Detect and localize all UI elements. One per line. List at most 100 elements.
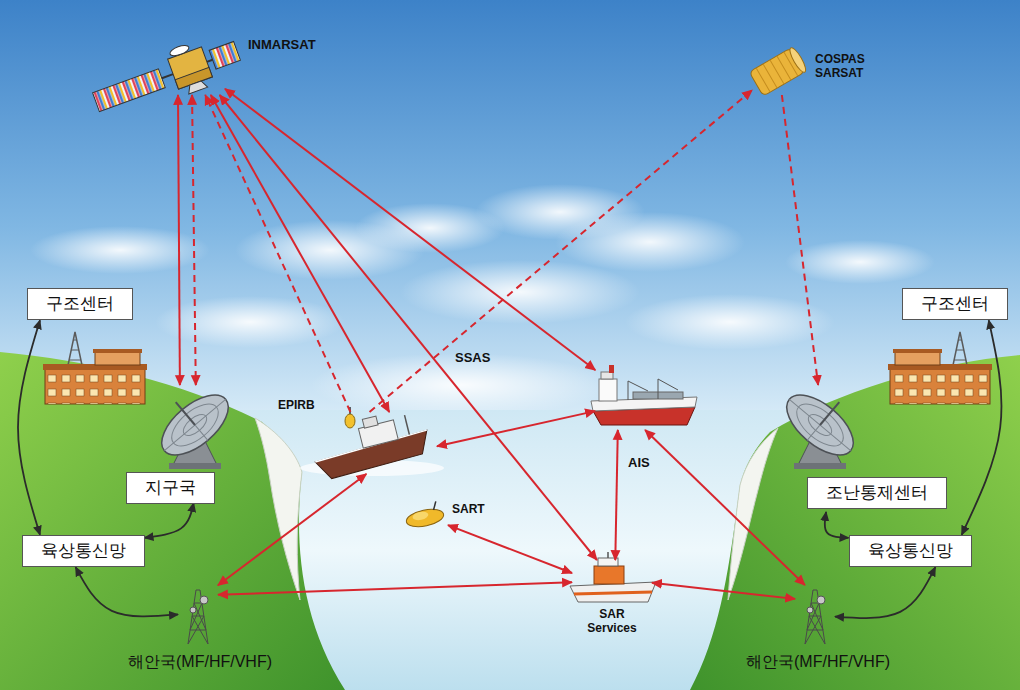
- satellite-dish: [165, 396, 226, 453]
- rescue-center-building: [43, 332, 147, 404]
- satellite-dish: [145, 376, 238, 466]
- rescue-center-building: [95, 352, 140, 365]
- satellite-dish: [145, 376, 238, 469]
- sar-ship: [570, 582, 656, 602]
- satellite-dish: [152, 384, 239, 466]
- inmarsat-satellite: [93, 69, 166, 112]
- cospas-sarsat-satellite: [749, 46, 808, 96]
- cloud: [155, 296, 345, 348]
- cargo-ship: [591, 365, 697, 425]
- cloud: [30, 184, 935, 417]
- inmarsat-satellite: [209, 42, 240, 70]
- cloud: [785, 240, 935, 284]
- land: [728, 428, 778, 600]
- sinking-ship: [362, 416, 378, 428]
- sar-ship: [594, 566, 624, 584]
- signal-arrow: [652, 583, 795, 599]
- signal-arrow: [645, 430, 805, 585]
- network-link: [145, 503, 194, 538]
- coast-station-tower: [805, 590, 825, 644]
- land: [0, 352, 1020, 690]
- signal-arrow: [448, 525, 572, 573]
- sinking-ship: [405, 415, 410, 434]
- node-label: 조난통제센터: [807, 477, 947, 509]
- node-label: AIS: [628, 455, 650, 471]
- sart-buoy: [405, 506, 445, 530]
- sar-ship: [607, 552, 609, 558]
- network-link: [76, 567, 178, 616]
- node-label: COSPAS SARSAT: [815, 52, 885, 81]
- rescue-center-building: [895, 352, 940, 365]
- sar-ship: [570, 552, 656, 602]
- land: [255, 418, 302, 600]
- satellite-dish: [794, 463, 846, 469]
- cospas-sarsat-satellite: [756, 52, 798, 92]
- signal-arrow: [211, 95, 389, 412]
- inmarsat-satellite: [186, 80, 208, 94]
- inmarsat-satellite: [162, 74, 173, 78]
- inmarsat-satellite: [88, 28, 245, 124]
- sart-buoy: [432, 501, 438, 510]
- coast-station-tower: [805, 590, 825, 644]
- distress-control-center: 조난통제센터: [765, 385, 950, 512]
- rescue-center-building: [954, 340, 966, 360]
- node-label: 지구국: [126, 472, 215, 504]
- satellite-dish: [176, 402, 195, 425]
- cargo-ship: [628, 379, 678, 400]
- rescue-center-building: [69, 340, 81, 360]
- coast-station-tower: [807, 607, 813, 613]
- node-label: 구조센터: [46, 294, 114, 314]
- signal-arrow: [205, 95, 350, 412]
- ais-cargo-ship: AIS: [595, 370, 690, 430]
- signal-arrow: [218, 582, 572, 594]
- satellite-dish: [820, 402, 839, 425]
- inmarsat-satellite: INMARSAT: [165, 45, 225, 95]
- node-label: EPIRB: [278, 398, 315, 412]
- sar-services-ship: SAR Services: [572, 560, 652, 605]
- rescue-center-building: [45, 368, 145, 404]
- network-link: [835, 567, 935, 618]
- satellite-dish: [169, 463, 221, 469]
- land-network-box: 육상통신망: [22, 535, 145, 567]
- land: [0, 352, 345, 690]
- inmarsat-satellite: [207, 60, 213, 62]
- cloud: [625, 294, 835, 350]
- land-network-box: 육상통신망: [849, 535, 972, 567]
- signal-arrow: [615, 430, 618, 560]
- network-link: [18, 320, 40, 535]
- coast-station-tower: 해안국(MF/HF/VHF): [178, 585, 218, 645]
- signal-arrow: [178, 95, 180, 385]
- cospas-sarsat-satellite: COSPAS SARSAT: [752, 50, 802, 95]
- satellite-dish: [777, 384, 864, 466]
- node-label: 해안국(MF/HF/VHF): [128, 652, 272, 671]
- rescue-center-building: [890, 368, 990, 404]
- satellite-dish: [777, 376, 870, 466]
- coast-station-tower: 해안국(MF/HF/VHF): [795, 585, 835, 645]
- sart-transponder: SART: [403, 505, 448, 531]
- earth-station: 지구국: [112, 385, 242, 503]
- rescue-center-building: [888, 332, 992, 404]
- cloud: [555, 212, 745, 272]
- cargo-ship: [609, 365, 614, 373]
- node-label: SART: [452, 502, 485, 516]
- epirb-buoy: [345, 414, 355, 428]
- node-label: 해안국(MF/HF/VHF): [746, 652, 890, 671]
- rescue-center-building: [890, 368, 990, 404]
- sart-buoy: [412, 510, 429, 521]
- sart-buoy: [404, 500, 446, 529]
- coast-station-tower: [190, 607, 196, 613]
- system-label: SSAS: [455, 350, 490, 366]
- signal-arrow: [437, 411, 595, 446]
- cloud: [30, 226, 210, 274]
- rescue-center-box: 구조센터: [902, 288, 1008, 320]
- rescue-center-building: [45, 368, 145, 404]
- sar-ship: [574, 592, 652, 594]
- coast-station-tower: [188, 590, 208, 644]
- signal-arrow: [218, 474, 366, 585]
- node-label: 육상통신망: [41, 541, 126, 561]
- node-label: INMARSAT: [248, 37, 316, 53]
- signal-arrow: [782, 95, 818, 385]
